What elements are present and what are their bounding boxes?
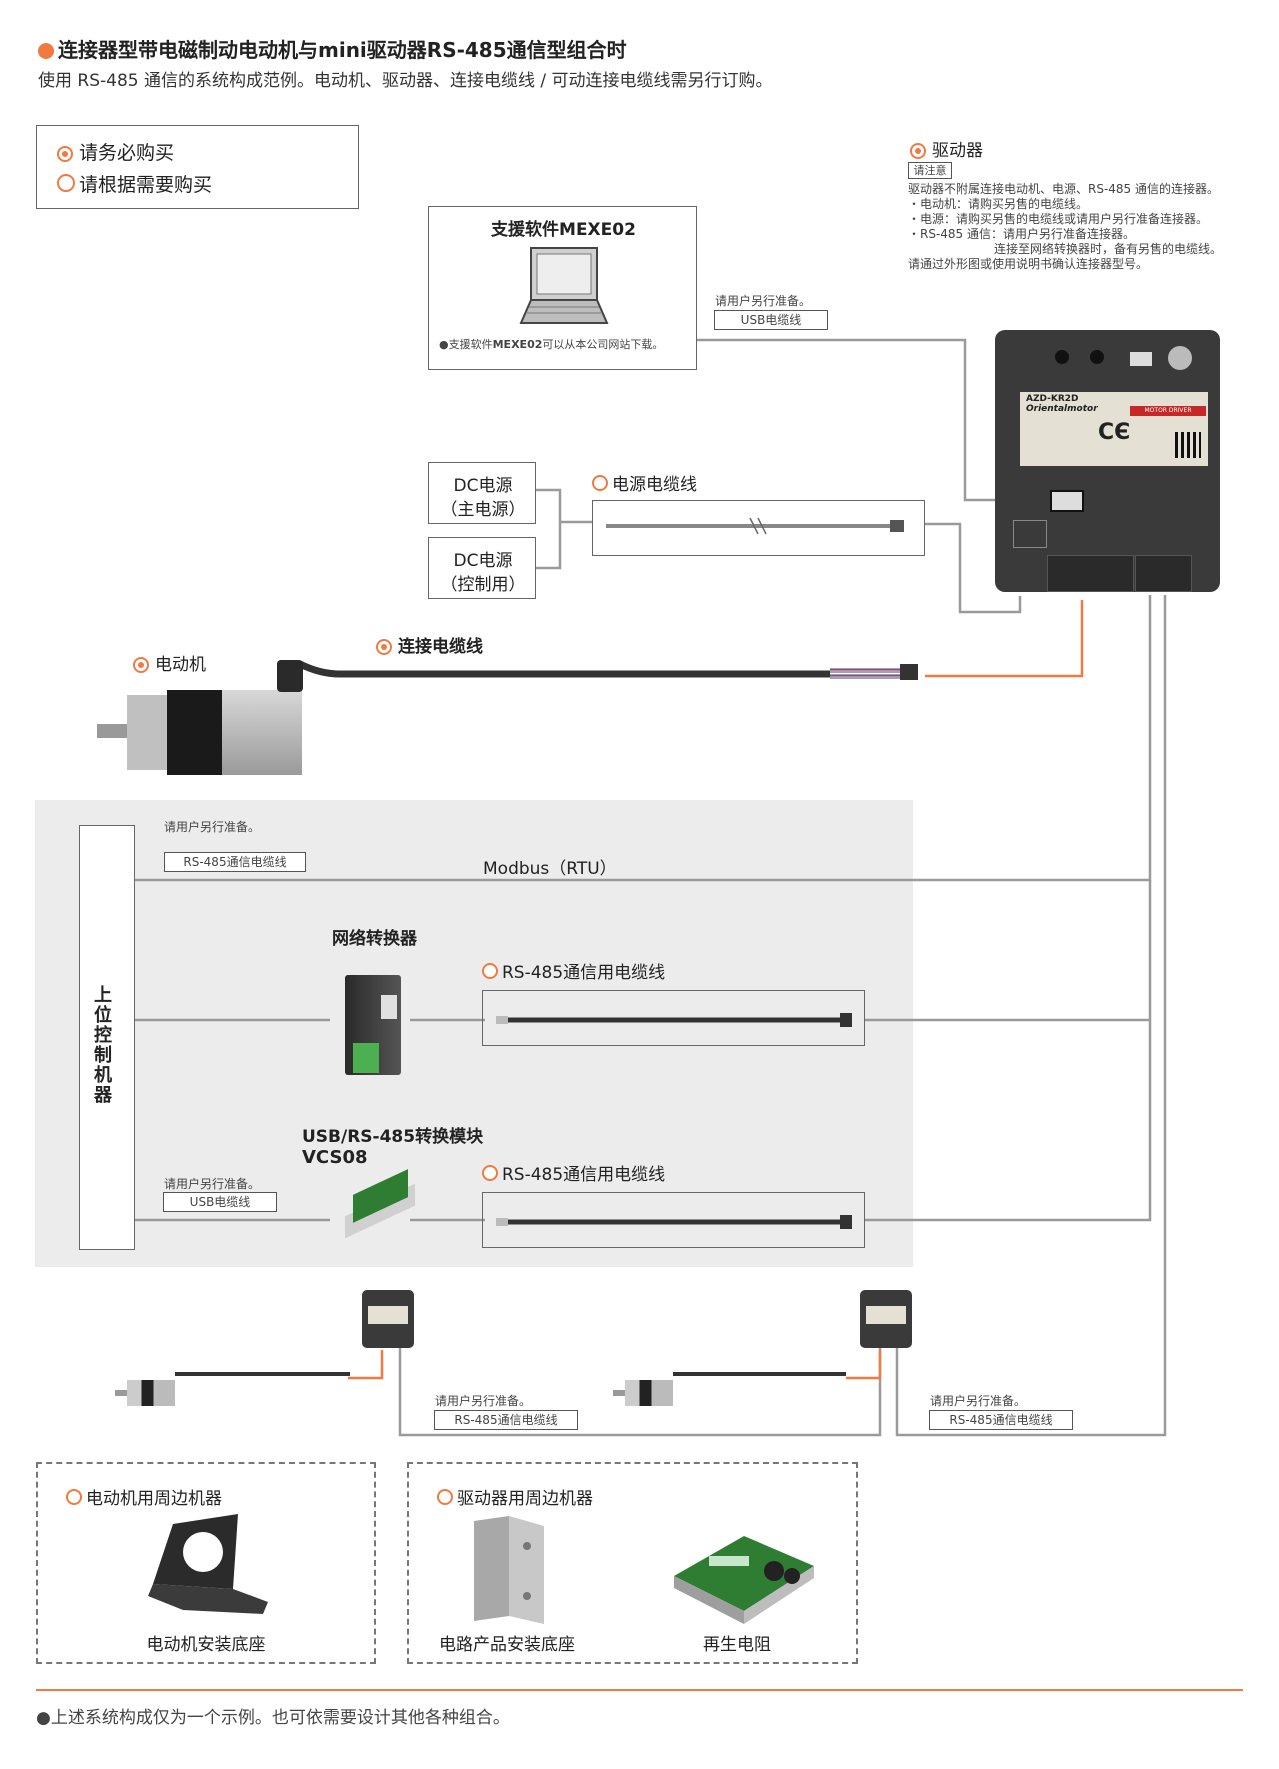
qr-code-icon xyxy=(1175,432,1201,458)
optional-icon xyxy=(592,475,608,491)
motor-cable-label: 连接电缆线 xyxy=(376,632,483,657)
dc-main-power: DC电源 （主电源） xyxy=(428,462,536,524)
chain-cable-2 xyxy=(673,1372,846,1376)
driver-brand: Orientalmotor xyxy=(1026,404,1098,414)
driver-dip-switch xyxy=(1130,352,1152,366)
motor-device xyxy=(97,660,307,775)
optional-icon xyxy=(437,1489,453,1505)
chain-cable-1 xyxy=(175,1372,350,1376)
software-box: 支援软件MEXE02 ●支援软件MEXE02可以从本公司网站下载。 xyxy=(428,206,697,370)
rs485-cable-box-1 xyxy=(482,990,865,1046)
chain-driver-1 xyxy=(362,1290,414,1348)
host-note-1: 请用户另行准备。 xyxy=(164,820,261,834)
motor-peripherals-title: 电动机用周边机器 xyxy=(66,1484,222,1509)
driver-peripherals-title: 驱动器用周边机器 xyxy=(437,1484,593,1509)
host-controller-label: 上位控制机器 xyxy=(94,985,112,1106)
regen-label: 再生电阻 xyxy=(703,1635,771,1655)
driver-rotary-switch xyxy=(1168,346,1192,370)
chain-line-1 xyxy=(895,595,1167,1437)
motor-label: 电动机 xyxy=(133,650,206,675)
optional-icon xyxy=(482,1165,498,1181)
power-cable-box xyxy=(592,500,925,556)
chain-cable-tag-2: RS-485通信电缆线 xyxy=(929,1410,1073,1430)
optional-icon xyxy=(482,963,498,979)
host-controller: 上位控制机器 xyxy=(79,825,135,1250)
usb-cable-tag: USB电缆线 xyxy=(714,310,828,330)
required-icon xyxy=(376,639,392,655)
modbus-label: Modbus（RTU） xyxy=(483,859,617,879)
power-line xyxy=(924,522,1022,614)
driver-usb-port xyxy=(1050,490,1084,512)
footer-note: ●上述系统构成仅为一个示例。也可依需要设计其他各种组合。 xyxy=(36,1708,510,1728)
software-title: 支援软件MEXE02 xyxy=(491,220,636,240)
usb-module-device xyxy=(345,1169,415,1239)
driver-model: AZD-KR2D xyxy=(1026,394,1079,404)
motor-cable-line xyxy=(925,600,1084,678)
driver-label: 驱动器 xyxy=(910,136,983,161)
din-mount-icon xyxy=(474,1516,544,1624)
driver-cn3 xyxy=(1135,555,1192,592)
page-subtitle: 使用 RS-485 通信的系统构成范例。电动机、驱动器、连接电缆线 / 可动连接… xyxy=(38,71,773,91)
network-converter-label: 网络转换器 xyxy=(332,929,417,949)
motor-cable xyxy=(298,660,918,680)
driver-cn2 xyxy=(1047,555,1134,592)
laptop-icon xyxy=(519,247,609,324)
optional-icon xyxy=(57,174,75,192)
driver-notes: 驱动器不附属连接电动机、电源、RS-485 通信的连接器。 ・电动机：请购买另售… xyxy=(908,182,1223,271)
driver-device: AZD-KR2D Orientalmotor MOTOR DRIVER CЄ xyxy=(995,330,1220,592)
chain-motor-1 xyxy=(115,1380,175,1406)
required-icon xyxy=(133,657,149,673)
rs485-cable-label-2: RS-485通信用电缆线 xyxy=(482,1160,665,1185)
host-note-2: 请用户另行准备。 xyxy=(164,1177,261,1191)
legend-optional: 请根据需要购买 xyxy=(57,170,212,197)
page-title: 连接器型带电磁制动电动机与mini驱动器RS-485通信型组合时 xyxy=(38,34,627,63)
legend-box: 请务必购买 请根据需要购买 xyxy=(36,125,359,209)
chain-motor-2 xyxy=(613,1380,673,1406)
host-panel xyxy=(35,800,913,1267)
motor-bracket-icon xyxy=(148,1514,268,1614)
required-dot-icon xyxy=(38,43,54,59)
usb-note: 请用户另行准备。 xyxy=(715,294,812,308)
chain-note-1: 请用户另行准备。 xyxy=(435,1394,532,1408)
rs485-cable-drawing-1 xyxy=(496,1013,852,1027)
driver-type: MOTOR DRIVER xyxy=(1130,406,1206,416)
driver-attention: 请注意 xyxy=(908,162,952,179)
rs485-cable-box-2 xyxy=(482,1192,865,1248)
chain-cable-tag-1: RS-485通信电缆线 xyxy=(434,1410,578,1430)
motor-bracket-label: 电动机安装底座 xyxy=(146,1635,266,1655)
power-cable-drawing xyxy=(606,517,904,535)
dc-ctrl-power: DC电源 （控制用） xyxy=(428,537,536,599)
driver-knob-1 xyxy=(1055,350,1069,364)
optional-icon xyxy=(66,1489,82,1505)
driver-cn1 xyxy=(1013,520,1047,548)
software-note: ●支援软件MEXE02可以从本公司网站下载。 xyxy=(439,338,664,351)
power-cable-label: 电源电缆线 xyxy=(592,470,697,495)
required-icon xyxy=(910,143,926,159)
required-icon xyxy=(57,146,73,162)
legend-required: 请务必购买 xyxy=(57,138,174,165)
host-rs485-cable-tag: RS-485通信电缆线 xyxy=(164,852,306,872)
regen-resistor-icon xyxy=(674,1536,814,1624)
chain-note-2: 请用户另行准备。 xyxy=(930,1394,1027,1408)
footer-divider xyxy=(36,1689,1243,1691)
driver-label-plate: AZD-KR2D Orientalmotor MOTOR DRIVER CЄ xyxy=(1020,392,1208,466)
chain-driver-2 xyxy=(860,1290,912,1348)
host-usb-cable-tag: USB电缆线 xyxy=(163,1192,277,1212)
rs485-cable-label-1: RS-485通信用电缆线 xyxy=(482,958,665,983)
network-converter-device xyxy=(345,975,401,1075)
din-mount-label: 电路产品安装底座 xyxy=(439,1635,575,1655)
ce-mark-icon: CЄ xyxy=(1098,420,1131,445)
driver-knob-2 xyxy=(1090,350,1104,364)
usb-module-label: USB/RS-485转换模块 VCS08 xyxy=(302,1127,484,1168)
driver-peripherals-box: 驱动器用周边机器 电路产品安装底座 再生电阻 xyxy=(407,1462,858,1664)
motor-peripherals-box: 电动机用周边机器 电动机安装底座 xyxy=(36,1462,376,1664)
rs485-cable-drawing-2 xyxy=(496,1215,852,1229)
